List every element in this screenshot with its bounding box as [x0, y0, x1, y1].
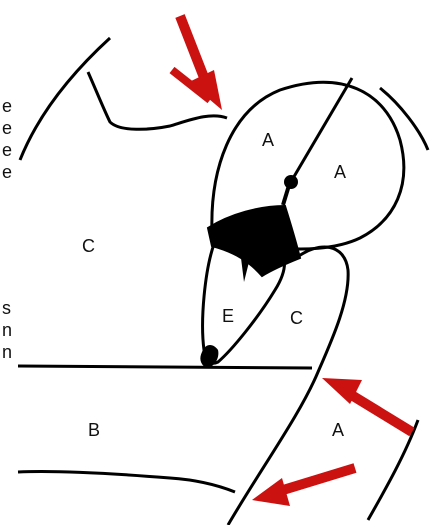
- label-e: E: [222, 306, 234, 326]
- red-arrow-top: [172, 16, 222, 110]
- margin-text-3: e: [2, 140, 12, 160]
- outer-right-lower-contour: [368, 420, 418, 520]
- margin-text-5: s: [2, 298, 11, 318]
- margin-text-6: n: [2, 320, 12, 340]
- margin-text-1: e: [2, 96, 12, 116]
- tube-inner-line: [310, 265, 338, 285]
- red-arrow-bottom: [252, 468, 355, 506]
- outer-right-contour: [380, 88, 428, 150]
- label-a-lower: A: [332, 420, 344, 440]
- margin-text-7: n: [2, 342, 12, 362]
- label-c-middle: C: [290, 308, 303, 328]
- margin-text-4: e: [2, 162, 12, 182]
- label-b: B: [88, 420, 100, 440]
- lower-wavy-line: [18, 471, 235, 492]
- black-band: [208, 206, 300, 276]
- label-c-left: C: [82, 236, 95, 256]
- outer-left-contour: [20, 38, 110, 160]
- label-a-right: A: [334, 162, 346, 182]
- margin-text-2: e: [2, 118, 12, 138]
- horizontal-line: [18, 366, 312, 368]
- divider-node: [284, 175, 298, 189]
- label-a-upper: A: [262, 130, 274, 150]
